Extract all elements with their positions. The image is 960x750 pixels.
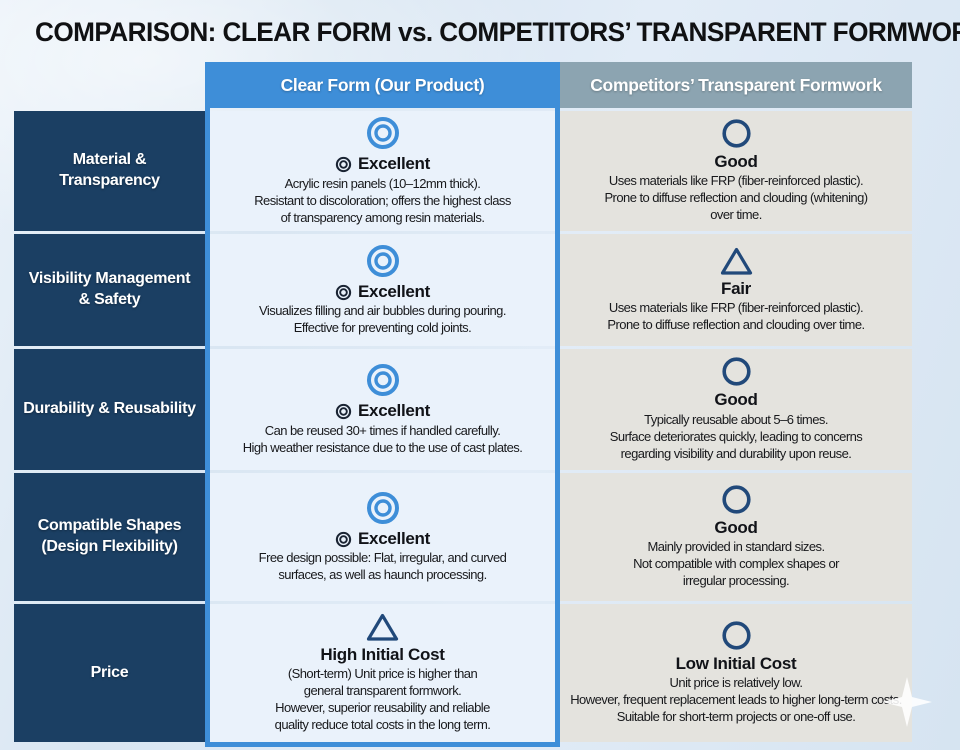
rating-label: Fair — [721, 279, 751, 299]
rating-label: Good — [714, 390, 757, 410]
double-circle-inline-icon — [335, 403, 352, 420]
rating-text: Excellent — [358, 281, 430, 301]
rating-label: Excellent — [335, 529, 430, 549]
row-label: Material & Transparency — [14, 111, 205, 231]
circle-icon — [721, 484, 752, 515]
rating-label: Good — [714, 518, 757, 538]
row-label: Visibility Management & Safety — [14, 234, 205, 346]
rating-description: Uses materials like FRP (fiber-reinforce… — [604, 173, 868, 223]
double-circle-icon — [365, 490, 401, 526]
double-circle-icon — [365, 362, 401, 398]
rating-label: High Initial Cost — [320, 645, 445, 665]
rating-text: Good — [714, 390, 758, 410]
product-cell: High Initial Cost(Short-term) Unit price… — [210, 604, 555, 742]
rating-description: Can be reused 30+ times if handled caref… — [242, 422, 523, 455]
circle-icon — [721, 620, 752, 651]
triangle-icon — [365, 612, 400, 642]
double-circle-inline-icon — [335, 284, 352, 301]
rating-description: Unit price is relatively low. However, f… — [570, 675, 902, 725]
rating-text: Excellent — [358, 528, 430, 548]
circle-icon — [721, 118, 752, 149]
rating-text: Good — [714, 151, 758, 171]
triangle-icon — [719, 246, 754, 276]
row-label: Price — [14, 604, 205, 742]
rating-label: Excellent — [335, 401, 430, 421]
double-circle-icon — [365, 243, 401, 279]
double-circle-icon — [365, 115, 401, 151]
rating-label: Low Initial Cost — [676, 654, 797, 674]
rating-description: Acrylic resin panels (10–12mm thick). Re… — [254, 175, 511, 225]
rating-description: Free design possible: Flat, irregular, a… — [258, 550, 507, 583]
row-label: Durability & Reusability — [14, 349, 205, 470]
rating-label: Good — [714, 152, 757, 172]
page-title: COMPARISON: CLEAR FORM vs. COMPETITORS’ … — [35, 17, 960, 47]
rating-label: Excellent — [335, 282, 430, 302]
rating-text: Fair — [721, 278, 751, 298]
rating-description: Visualizes filling and air bubbles durin… — [259, 303, 506, 336]
row-label: Compatible Shapes (Design Flexibility) — [14, 473, 205, 601]
competitor-column-header: Competitors’ Transparent Formwork — [560, 62, 912, 108]
rating-text: Low Initial Cost — [675, 653, 797, 673]
product-column-header: Clear Form (Our Product) — [205, 62, 560, 108]
rating-label: Excellent — [335, 154, 430, 174]
rating-description: Uses materials like FRP (fiber-reinforce… — [607, 300, 865, 333]
rating-text: Good — [714, 517, 758, 537]
rating-text: High Initial Cost — [320, 645, 445, 665]
rating-text: Excellent — [358, 154, 430, 174]
rating-text: Excellent — [358, 401, 430, 421]
double-circle-inline-icon — [335, 156, 352, 173]
circle-icon — [721, 356, 752, 387]
double-circle-inline-icon — [335, 531, 352, 548]
rating-description: Mainly provided in standard sizes. Not c… — [633, 539, 839, 589]
rating-description: Typically reusable about 5–6 times. Surf… — [609, 411, 863, 461]
rating-description: (Short-term) Unit price is higher than g… — [274, 666, 491, 733]
